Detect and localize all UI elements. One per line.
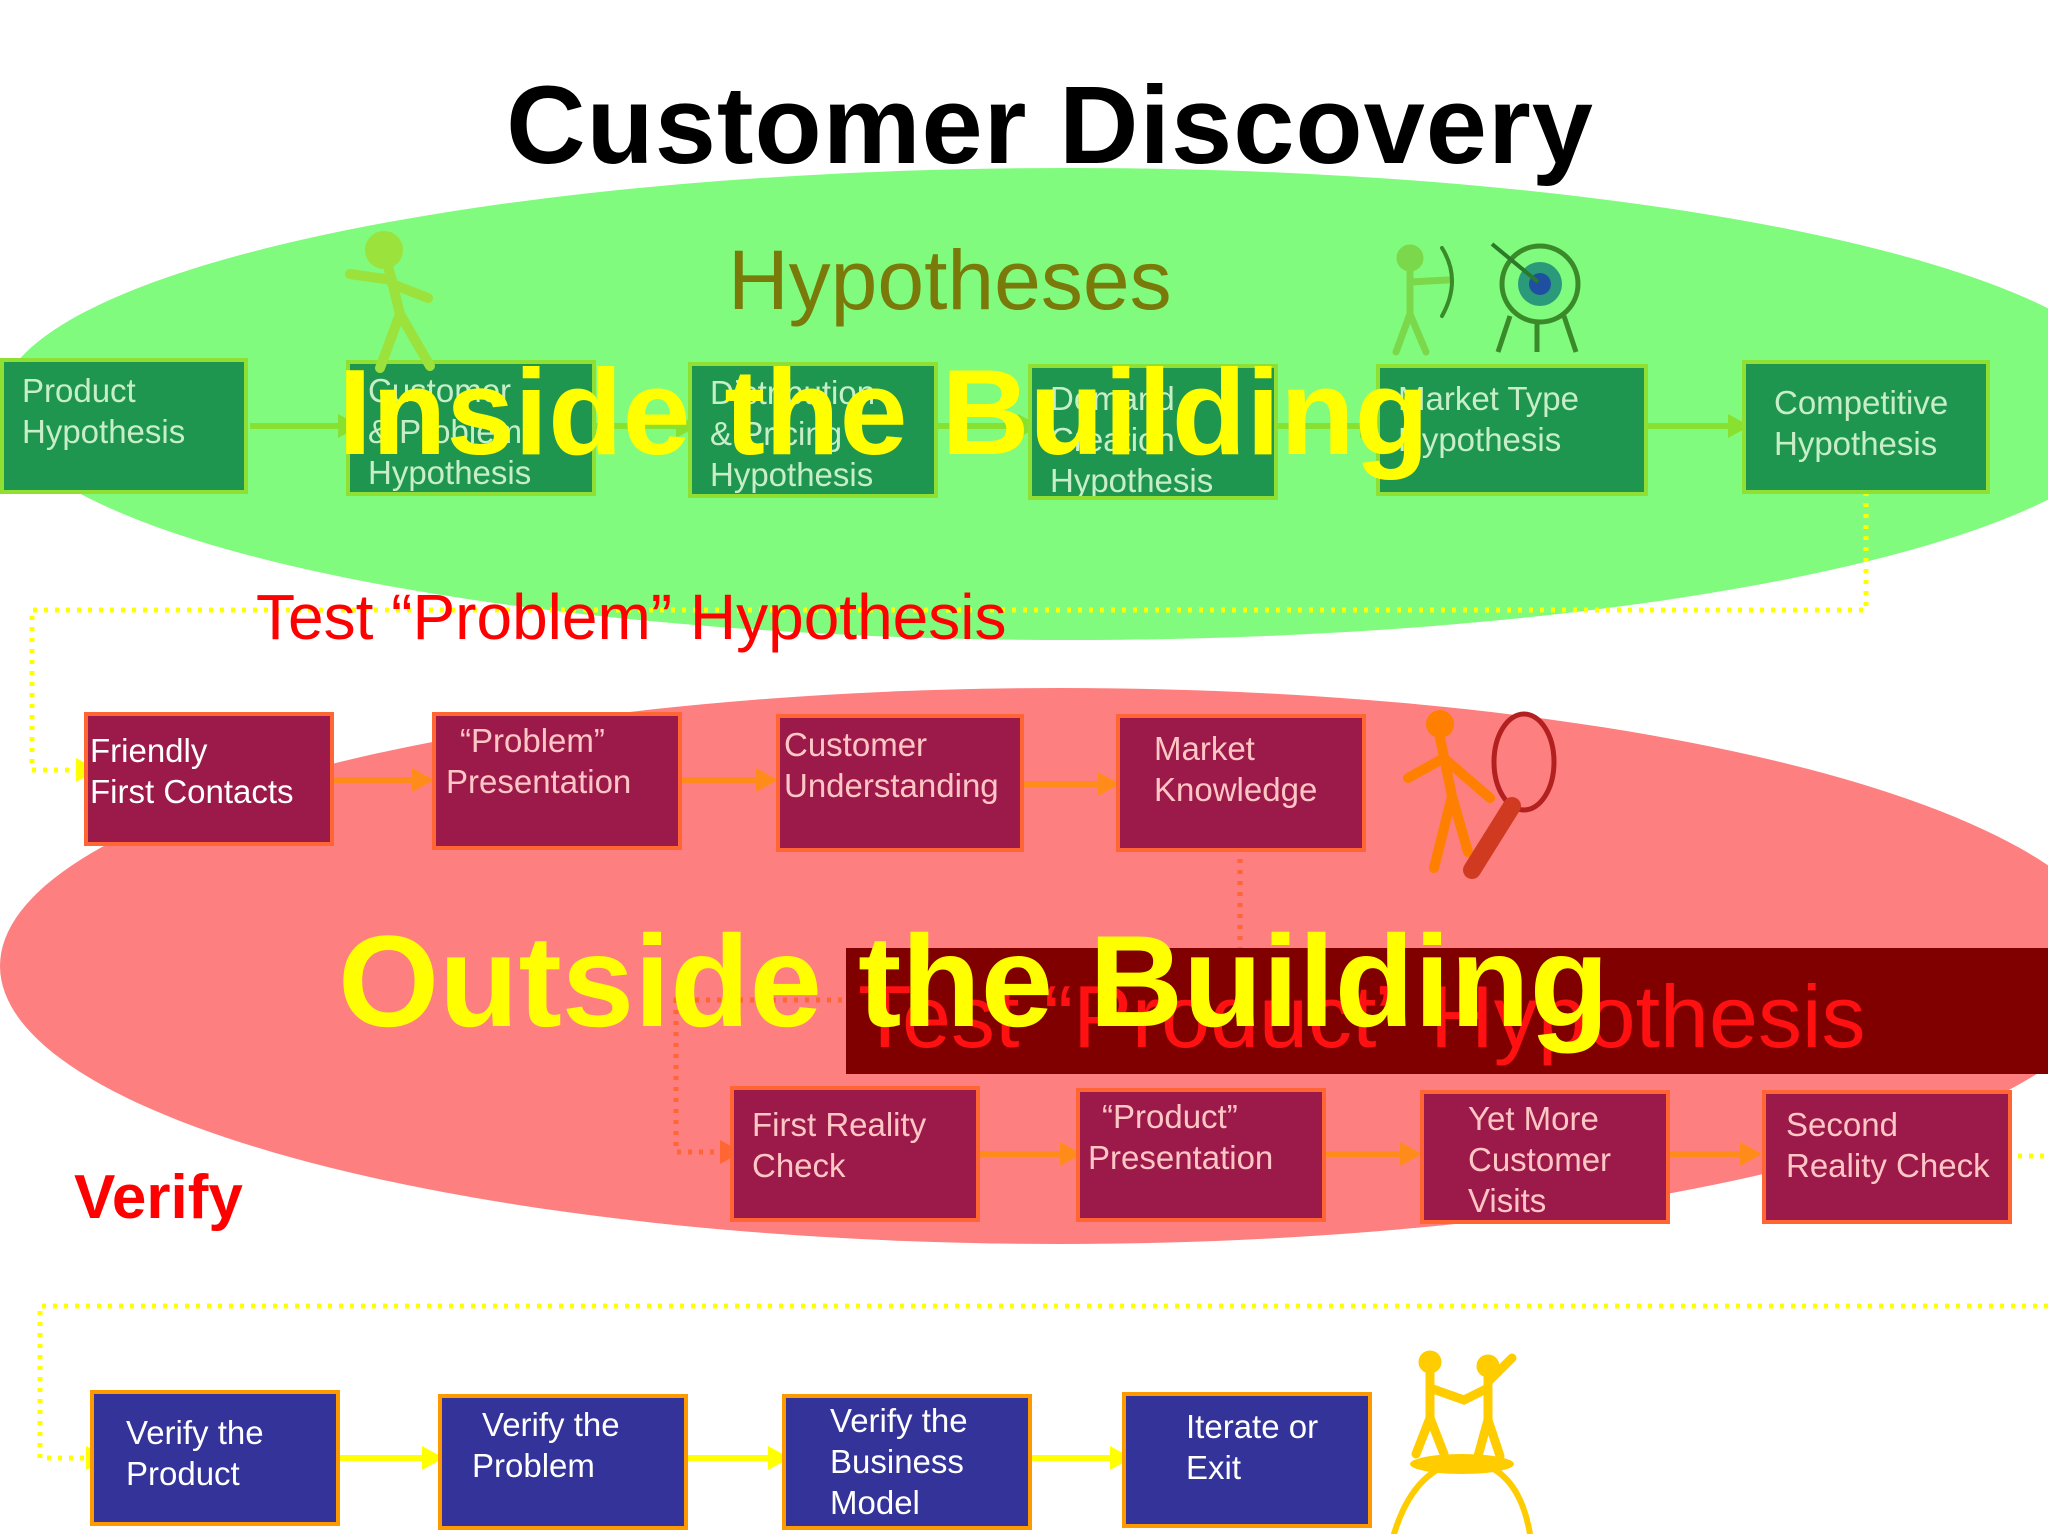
box-line: Product <box>22 372 136 409</box>
climbers-figure-icon <box>1391 1350 1533 1534</box>
box-customer-problem-hypothesis[interactable]: Customer & Problem Hypothesis <box>346 360 596 496</box>
box-line: Reality Check <box>1786 1147 1990 1184</box>
box-competitive-hypothesis[interactable]: Competitive Hypothesis <box>1742 360 1990 494</box>
box-distribution-pricing-hypothesis[interactable]: Distribution & Pricing Hypothesis <box>688 362 938 498</box>
box-line: First Contacts <box>90 773 294 810</box>
box-market-type-hypothesis[interactable]: Market Type Hypothesis <box>1376 364 1648 496</box>
test-problem-hypothesis-label: Test “Problem” Hypothesis <box>256 581 1007 653</box>
box-line: Understanding <box>784 767 999 804</box>
box-line: Creation <box>1050 421 1175 458</box>
box-line: Presentation <box>1088 1139 1274 1176</box>
box-yet-more-customer-visits[interactable]: Yet More Customer Visits <box>1420 1090 1670 1224</box>
box-line: Competitive <box>1774 384 1949 421</box>
box-problem-presentation[interactable]: “Problem” Presentation <box>432 712 682 850</box>
box-line: Check <box>752 1147 846 1184</box>
box-line: Customer <box>368 372 512 409</box>
inside-building-ellipse <box>0 168 2048 640</box>
box-line: Distribution <box>710 374 876 411</box>
box-line: Product <box>126 1455 240 1492</box>
box-line: Hypothesis <box>1050 462 1214 499</box>
golfer-figure-icon <box>345 231 435 373</box>
box-line: Model <box>830 1484 920 1521</box>
box-line: Verify the <box>482 1406 620 1443</box>
box-product-hypothesis[interactable]: Product Hypothesis <box>0 358 248 494</box>
box-line: Knowledge <box>1154 771 1318 808</box>
box-line: Demand <box>1050 380 1175 417</box>
box-line: Business <box>830 1443 964 1480</box>
box-line: “Problem” <box>460 722 605 759</box>
test-product-hypothesis-bar <box>846 948 2048 1074</box>
box-line: Visits <box>1468 1182 1547 1219</box>
box-line: Exit <box>1186 1449 1242 1486</box>
box-product-presentation[interactable]: “Product” Presentation <box>1076 1088 1326 1222</box>
box-line: Market <box>1154 730 1255 767</box>
box-line: Yet More <box>1468 1100 1599 1137</box>
inside-building-label: Inside the Building <box>338 344 1430 480</box>
box-second-reality-check[interactable]: Second Reality Check <box>1762 1090 2012 1224</box>
box-demand-creation-hypothesis[interactable]: Demand Creation Hypothesis <box>1028 364 1278 500</box>
box-line: Customer <box>1468 1141 1612 1178</box>
box-customer-understanding[interactable]: Customer Understanding <box>776 714 1024 852</box>
box-friendly-first-contacts[interactable]: Friendly First Contacts <box>84 712 334 846</box>
box-line: Iterate or <box>1186 1408 1319 1445</box>
box-line: Second <box>1786 1106 1898 1143</box>
box-line: Customer <box>784 726 928 763</box>
box-line: Hypothesis <box>1774 425 1938 462</box>
box-line: Hypothesis <box>368 454 532 491</box>
box-first-reality-check[interactable]: First Reality Check <box>730 1086 980 1222</box>
test-product-hypothesis-label: Test “Product” Hypothesis <box>858 967 1866 1066</box>
box-line: First Reality <box>752 1106 927 1143</box>
magnifier-figure-icon <box>1403 710 1557 879</box>
page-title: Customer Discovery <box>506 64 1594 187</box>
box-line: Hypothesis <box>22 413 186 450</box>
box-line: Problem <box>472 1447 595 1484</box>
solid-arrows <box>250 423 1740 1461</box>
hypotheses-label: Hypotheses <box>728 233 1172 327</box>
box-line: “Product” <box>1102 1098 1238 1135</box>
box-line: & Problem <box>368 413 523 450</box>
dotted-line-to-problem-row <box>29 492 1869 773</box>
box-iterate-or-exit[interactable]: Iterate or Exit <box>1122 1392 1372 1528</box>
box-line: Verify the <box>830 1402 968 1439</box>
target-icon <box>1490 242 1581 353</box>
box-line: Hypothesis <box>1398 421 1562 458</box>
outside-building-label: Outside the Building <box>338 908 1610 1054</box>
box-line: Market Type <box>1398 380 1579 417</box>
box-verify-the-product[interactable]: Verify the Product <box>90 1390 340 1526</box>
box-line: Presentation <box>446 763 632 800</box>
box-market-knowledge[interactable]: Market Knowledge <box>1116 714 1366 852</box>
dotted-line-to-verify-row <box>37 1303 2048 1461</box>
box-line: Friendly <box>90 732 208 769</box>
box-line: & Pricing <box>710 415 843 452</box>
box-verify-the-business-model[interactable]: Verify the Business Model <box>782 1394 1032 1530</box>
box-verify-the-problem[interactable]: Verify the Problem <box>438 1394 688 1530</box>
box-line: Verify the <box>126 1414 264 1451</box>
archer-figure-icon <box>1392 244 1454 356</box>
verify-label: Verify <box>74 1163 243 1232</box>
box-line: Hypothesis <box>710 456 874 493</box>
